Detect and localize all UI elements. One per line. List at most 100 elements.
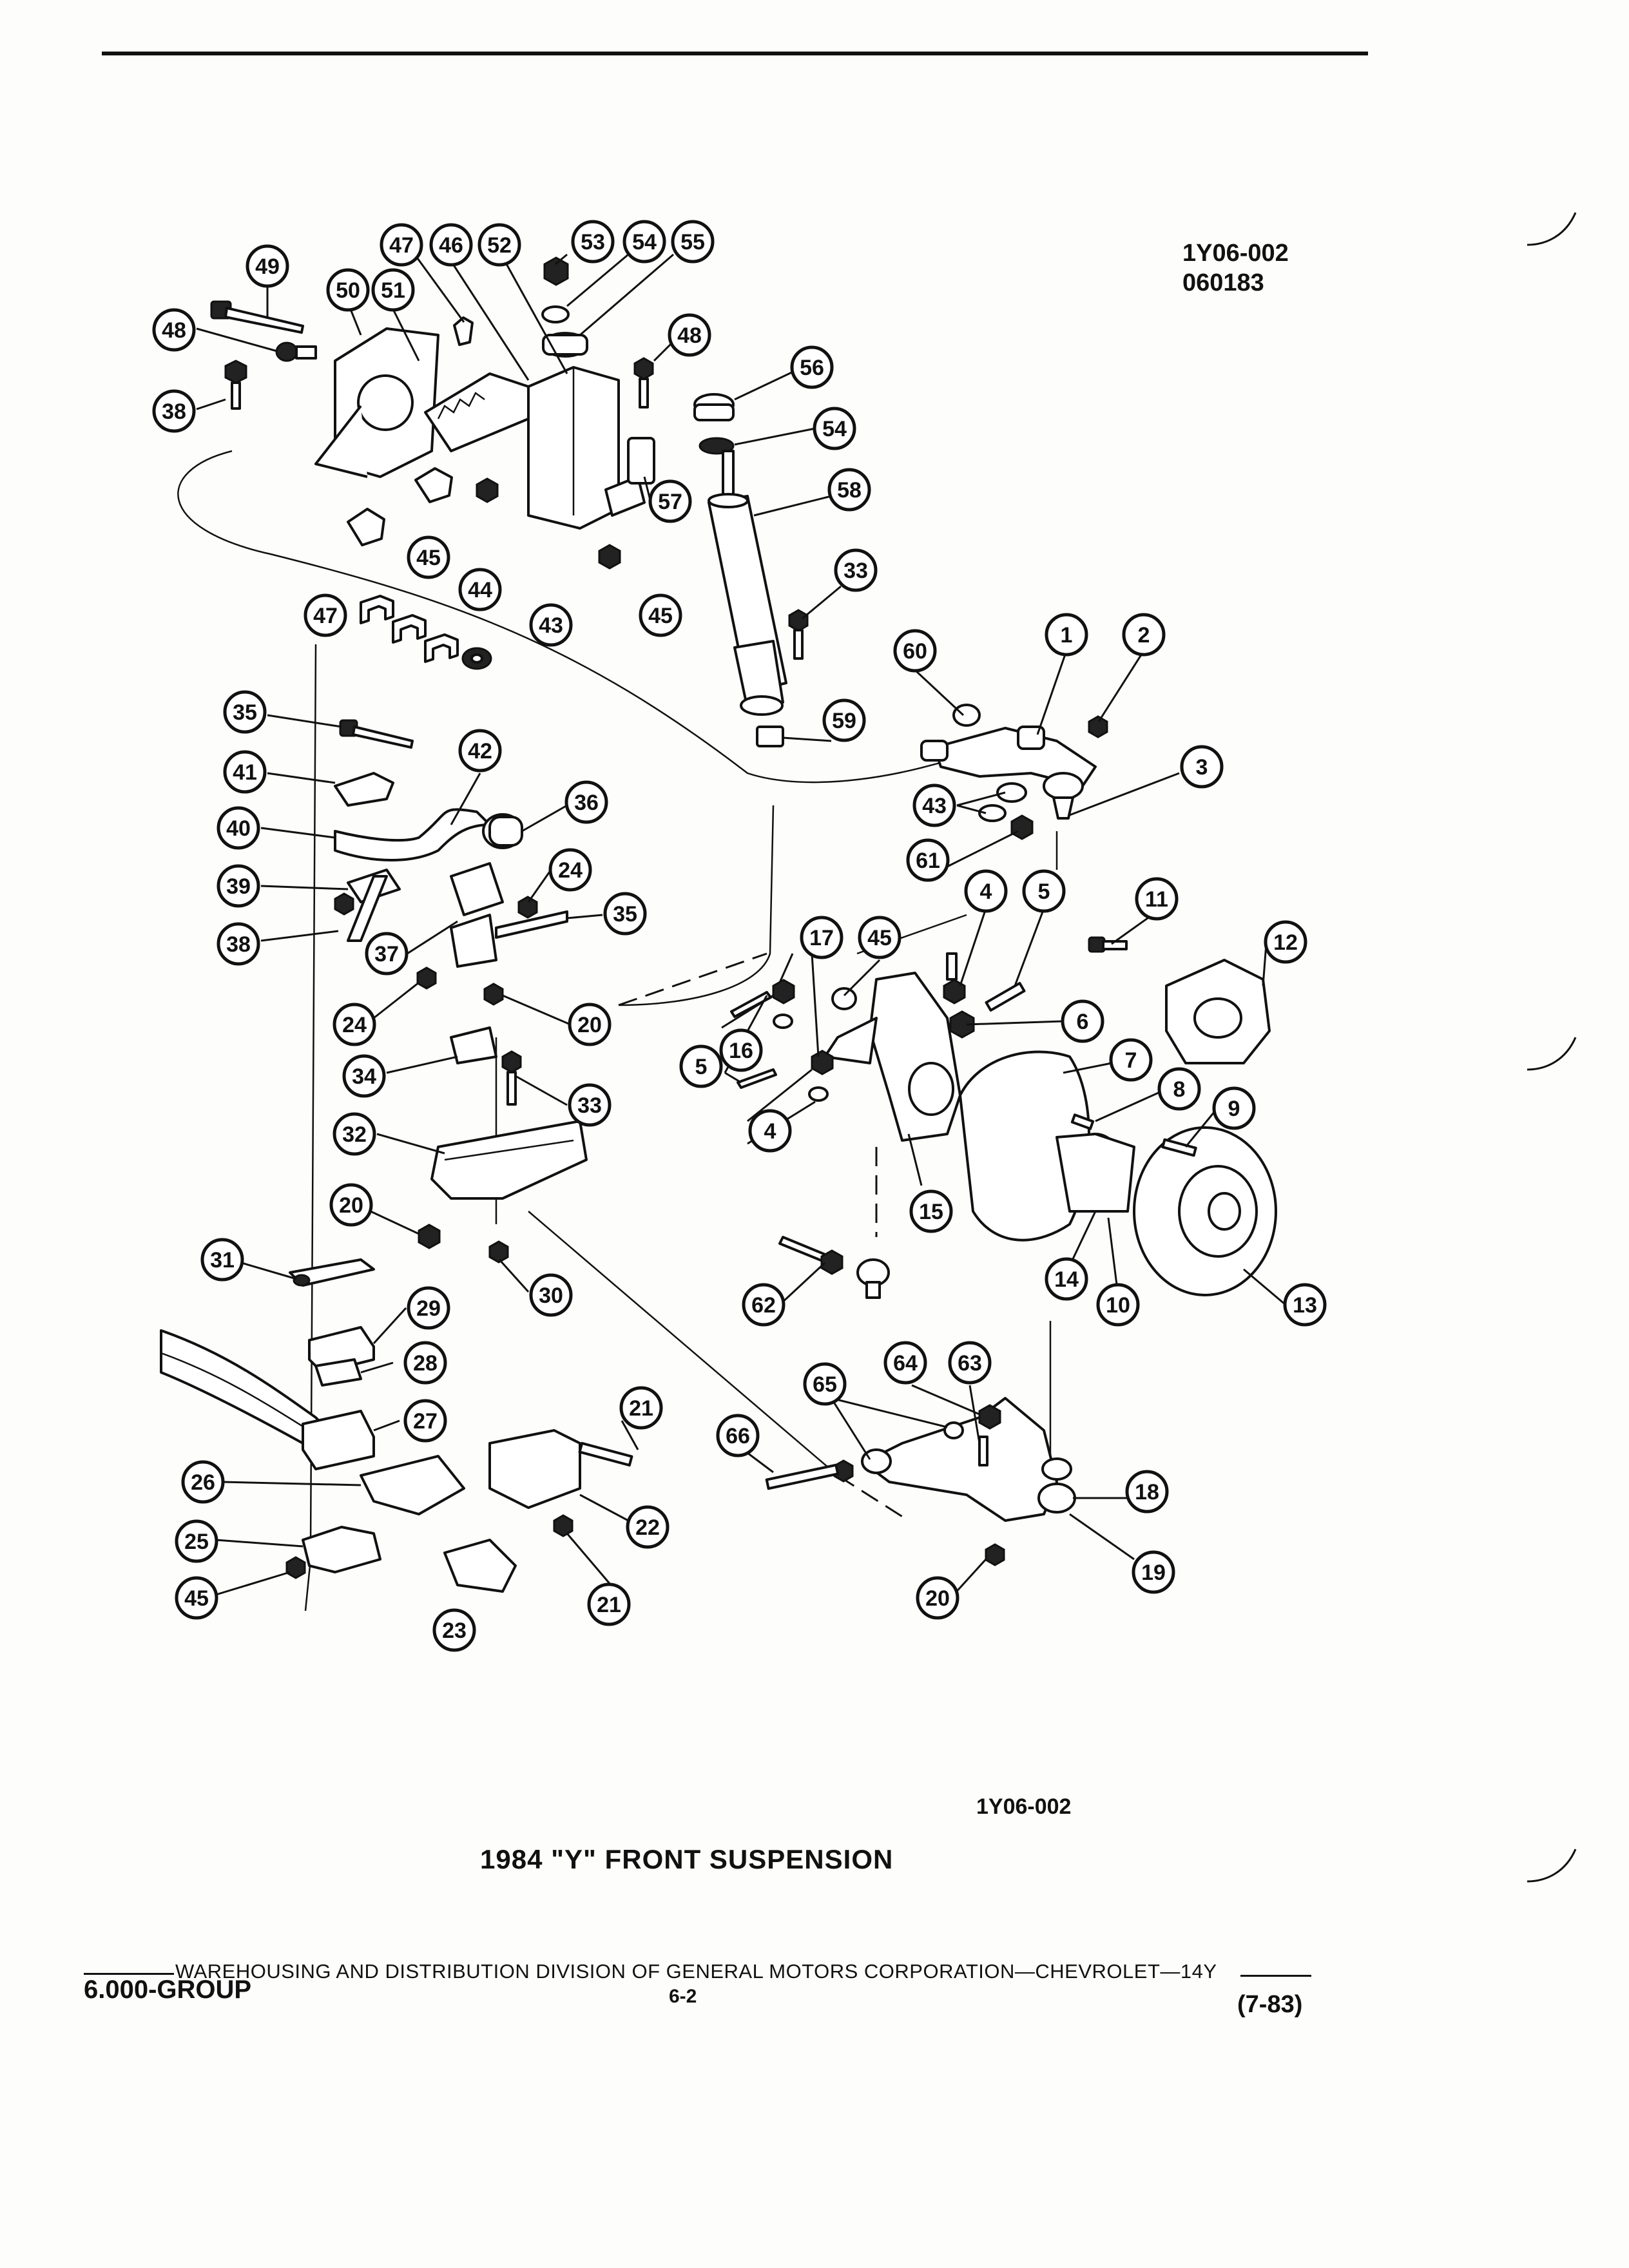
svg-text:65: 65 (813, 1372, 837, 1397)
svg-text:57: 57 (658, 490, 682, 514)
svg-text:16: 16 (729, 1039, 753, 1063)
svg-text:43: 43 (922, 794, 947, 818)
svg-text:41: 41 (233, 760, 257, 785)
callout-21: 21 (619, 1386, 663, 1430)
svg-text:66: 66 (726, 1424, 750, 1448)
callout-22: 22 (626, 1505, 670, 1549)
callout-64: 64 (883, 1341, 927, 1385)
diagram-code-label: 1Y06-002 060183 (1182, 238, 1289, 298)
callout-24: 24 (333, 1003, 376, 1046)
callout-5: 5 (679, 1044, 723, 1088)
callout-63: 63 (948, 1341, 992, 1385)
svg-text:63: 63 (958, 1351, 982, 1376)
date-code: 060183 (1182, 269, 1264, 296)
footer-page-number: 6-2 (669, 1986, 697, 2007)
svg-text:38: 38 (162, 399, 186, 424)
callout-65: 65 (803, 1362, 847, 1406)
svg-text:52: 52 (487, 233, 512, 258)
upper-control-arm (920, 704, 1108, 840)
callout-6: 6 (1061, 999, 1104, 1043)
svg-text:22: 22 (635, 1515, 660, 1540)
svg-text:15: 15 (919, 1200, 943, 1224)
svg-text:28: 28 (413, 1351, 438, 1376)
svg-text:45: 45 (416, 546, 441, 570)
svg-text:44: 44 (468, 578, 492, 602)
callout-38: 38 (152, 389, 196, 433)
svg-text:5: 5 (1038, 879, 1050, 904)
svg-text:38: 38 (226, 932, 251, 957)
callout-37: 37 (365, 932, 409, 975)
callout-35: 35 (223, 690, 267, 734)
svg-text:23: 23 (442, 1619, 467, 1643)
callout-3: 3 (1180, 745, 1224, 789)
callout-9: 9 (1212, 1086, 1256, 1130)
callout-41: 41 (223, 750, 267, 794)
callout-61: 61 (906, 838, 950, 882)
callout-56: 56 (790, 345, 834, 389)
svg-text:54: 54 (632, 230, 657, 255)
callout-66: 66 (716, 1414, 760, 1457)
svg-text:26: 26 (191, 1470, 215, 1495)
svg-text:60: 60 (903, 639, 927, 664)
svg-text:45: 45 (184, 1586, 209, 1611)
binder-marks (1527, 212, 1577, 1883)
svg-text:40: 40 (226, 816, 251, 841)
callout-47: 47 (304, 593, 347, 637)
svg-text:7: 7 (1125, 1048, 1137, 1073)
svg-text:50: 50 (336, 278, 360, 303)
svg-text:32: 32 (342, 1122, 367, 1147)
callout-labels: 1 2 3 4 4 5 5 6 7 8 9 10 11 12 13 14 15 … (152, 220, 1327, 1652)
callout-45: 45 (175, 1576, 218, 1620)
callout-19: 19 (1132, 1550, 1175, 1594)
callout-10: 10 (1096, 1283, 1140, 1327)
svg-text:54: 54 (822, 417, 847, 441)
callout-43: 43 (912, 783, 956, 827)
svg-text:1: 1 (1061, 623, 1073, 648)
svg-text:35: 35 (233, 700, 257, 725)
callout-48: 48 (152, 308, 196, 352)
svg-text:20: 20 (577, 1013, 602, 1037)
callout-60: 60 (893, 629, 937, 673)
callout-44: 44 (458, 568, 502, 611)
footer-right-rule (1240, 1975, 1311, 1977)
callout-42: 42 (458, 729, 502, 773)
callout-23: 23 (432, 1608, 476, 1652)
callout-20: 20 (568, 1003, 612, 1046)
callout-50: 50 (326, 268, 370, 312)
top-rule (102, 52, 1368, 55)
callout-11: 11 (1135, 877, 1179, 921)
svg-text:45: 45 (867, 926, 892, 950)
callout-4: 4 (748, 1109, 792, 1153)
callout-31: 31 (200, 1238, 244, 1282)
svg-text:36: 36 (574, 791, 599, 815)
diagram-code: 1Y06-002 (1182, 240, 1289, 267)
svg-text:61: 61 (916, 849, 940, 873)
callout-47: 47 (380, 223, 423, 267)
callout-26: 26 (181, 1460, 225, 1504)
callout-5: 5 (1022, 869, 1066, 913)
callout-15: 15 (909, 1189, 953, 1233)
knuckle-hub-brake (730, 936, 1277, 1299)
callout-55: 55 (671, 220, 715, 264)
svg-text:58: 58 (837, 478, 862, 503)
svg-text:30: 30 (539, 1283, 563, 1308)
svg-text:27: 27 (413, 1409, 438, 1434)
callout-52: 52 (477, 223, 521, 267)
svg-text:35: 35 (613, 902, 637, 927)
callout-16: 16 (719, 1028, 763, 1072)
callout-12: 12 (1264, 920, 1307, 964)
svg-text:4: 4 (764, 1119, 776, 1144)
callout-30: 30 (529, 1273, 573, 1317)
svg-text:43: 43 (539, 613, 563, 638)
callout-54: 54 (622, 220, 666, 264)
callout-8: 8 (1157, 1067, 1201, 1111)
svg-text:3: 3 (1196, 755, 1208, 780)
footer-left-rule (84, 1973, 174, 1975)
svg-text:55: 55 (680, 230, 705, 255)
svg-text:2: 2 (1138, 623, 1150, 648)
callout-20: 20 (329, 1183, 373, 1227)
callout-2: 2 (1122, 613, 1166, 657)
callout-4: 4 (964, 869, 1008, 913)
callout-20: 20 (916, 1576, 959, 1620)
